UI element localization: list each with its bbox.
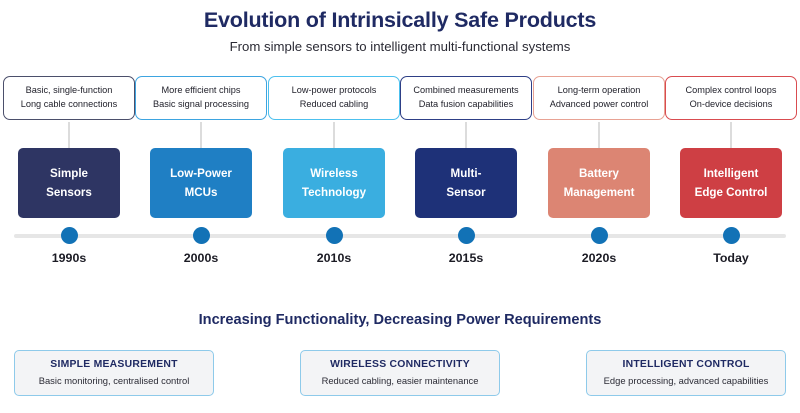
timeline-axis-line — [14, 234, 786, 238]
callout-line-2: Long cable connections — [20, 98, 118, 109]
page-subtitle: From simple sensors to intelligent multi… — [229, 39, 571, 54]
callout-line-2: On-device decisions — [689, 98, 773, 109]
footer-card-group: SIMPLE MEASUREMENT Basic monitoring, cent… — [0, 350, 800, 398]
footer-card-title: SIMPLE MEASUREMENT — [50, 359, 178, 370]
callout-connector-line — [333, 122, 335, 149]
footer-card[interactable]: WIRELESS CONNECTIVITY Reduced cabling, ea… — [300, 350, 500, 396]
milestone-name-line-2: Edge Control — [694, 186, 768, 199]
callout-connector-line — [465, 122, 467, 149]
callout-line-2: Advanced power control — [549, 98, 649, 109]
timeline-year-label: 2010s — [316, 251, 352, 265]
milestone-name-line-2: Technology — [301, 186, 367, 199]
timeline-year-label: 2015s — [448, 251, 484, 265]
footer-card[interactable]: SIMPLE MEASUREMENT Basic monitoring, cent… — [14, 350, 214, 396]
footer-card-title: WIRELESS CONNECTIVITY — [330, 359, 470, 370]
timeline-dot-icon[interactable] — [458, 227, 475, 244]
timeline-dot-icon[interactable] — [723, 227, 740, 244]
milestone-name-line-1: Multi- — [450, 167, 482, 180]
footer-card[interactable]: INTELLIGENT CONTROL Edge processing, adva… — [586, 350, 786, 396]
milestone-name-line-2: MCUs — [184, 186, 218, 199]
timeline-year-label: 1990s — [51, 251, 87, 265]
milestone-name-line-1: Simple — [49, 167, 88, 180]
milestone-box[interactable]: Multi- Sensor — [415, 148, 517, 218]
callout-line-2: Basic signal processing — [152, 98, 249, 109]
footer-card-description: Reduced cabling, easier maintenance — [321, 375, 479, 386]
timeline-year-label: 2020s — [581, 251, 617, 265]
milestone-name-line-1: Intelligent — [703, 167, 759, 180]
timeline-dot-icon[interactable] — [326, 227, 343, 244]
footer-card-description: Basic monitoring, centralised control — [38, 375, 190, 386]
page-title: Evolution of Intrinsically Safe Products — [203, 8, 597, 32]
callout-connector-line — [730, 122, 732, 149]
footer-card-title: INTELLIGENT CONTROL — [622, 359, 750, 370]
callout-line-1: Basic, single-function — [25, 85, 113, 95]
timeline-year-label: Today — [713, 251, 749, 265]
callout-connector-line — [598, 122, 600, 149]
milestone-name-line-2: Sensors — [46, 186, 92, 199]
timeline-dot-icon[interactable] — [61, 227, 78, 244]
callout-connector-line — [200, 122, 202, 149]
callout-line-1: Complex control loops — [685, 85, 777, 95]
callout-line-2: Data fusion capabilities — [418, 98, 514, 109]
footer-card-description: Edge processing, advanced capabilities — [603, 375, 769, 386]
callout-line-1: Combined measurements — [413, 85, 519, 95]
callout-line-2: Reduced cabling — [299, 98, 369, 109]
timeline-dot-icon[interactable] — [193, 227, 210, 244]
timeline-dot-icon[interactable] — [591, 227, 608, 244]
milestone-name-line-2: Management — [563, 186, 635, 199]
footer-heading: Increasing Functionality, Decreasing Pow… — [198, 312, 602, 328]
milestone-name-line-1: Wireless — [310, 167, 358, 180]
milestone-name-line-2: Sensor — [446, 186, 486, 199]
milestone-name-line-1: Low-Power — [170, 167, 232, 180]
callout-line-1: Low-power protocols — [291, 85, 377, 95]
callout-line-1: Long-term operation — [557, 85, 641, 95]
milestone-name-line-1: Battery — [579, 167, 619, 180]
callout-connector-line — [68, 122, 70, 149]
callout-line-1: More efficient chips — [161, 85, 241, 95]
timeline-year-label: 2000s — [183, 251, 219, 265]
